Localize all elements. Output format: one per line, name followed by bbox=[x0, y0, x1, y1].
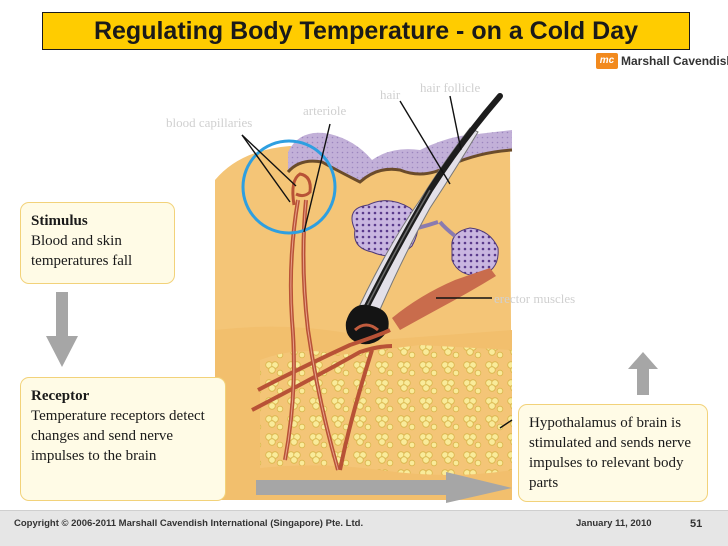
highlight-circle bbox=[241, 139, 337, 235]
blood-vessel-5 bbox=[338, 349, 374, 471]
label-erector-muscles: erector muscles bbox=[494, 291, 576, 306]
stimulus-heading: Stimulus bbox=[31, 213, 88, 229]
receptor-heading: Receptor bbox=[31, 388, 90, 404]
brand-logo: mc Marshall Cavendish bbox=[596, 52, 728, 70]
pointer-lower bbox=[499, 419, 513, 429]
receptor-text: Temperature receptors detect changes and… bbox=[31, 408, 205, 464]
epidermis bbox=[288, 130, 512, 182]
footer: Copyright © 2006-2011 Marshall Cavendish… bbox=[0, 510, 728, 546]
stimulus-text: Blood and skin temperatures fall bbox=[31, 233, 133, 269]
title-bar: Regulating Body Temperature - on a Cold … bbox=[42, 12, 690, 50]
arrow-down-icon bbox=[46, 292, 78, 367]
arrow-up-icon bbox=[628, 352, 658, 395]
hypothalamus-text: Hypothalamus of brain is stimulated and … bbox=[529, 415, 692, 491]
page-number: 51 bbox=[690, 518, 703, 530]
slide-title: Regulating Body Temperature - on a Cold … bbox=[93, 16, 639, 45]
label-blood-capillaries: blood capillaries bbox=[166, 115, 253, 130]
label-hair-follicle: hair follicle bbox=[420, 80, 481, 95]
pointer-blood-capillaries-2 bbox=[241, 134, 291, 203]
footer-date: January 11, 2010 bbox=[576, 518, 652, 529]
copyright-text: Copyright © 2006-2011 Marshall Cavendish… bbox=[14, 518, 364, 529]
pointer-hair-follicle bbox=[449, 95, 462, 151]
arrow-right-icon bbox=[256, 472, 512, 503]
fat-layer bbox=[260, 345, 512, 475]
stimulus-box: Stimulus Blood and skin temperatures fal… bbox=[20, 202, 175, 284]
brand-mark-icon: mc bbox=[596, 53, 618, 69]
blood-vessel-4 bbox=[251, 344, 393, 412]
hypothalamus-box: Hypothalamus of brain is stimulated and … bbox=[518, 404, 708, 502]
label-hair: hair bbox=[380, 87, 401, 102]
brand-name: Marshall Cavendish bbox=[621, 54, 728, 68]
pointer-hair bbox=[399, 100, 451, 185]
label-arteriole: arteriole bbox=[303, 103, 347, 118]
receptor-box: Receptor Temperature receptors detect ch… bbox=[20, 377, 226, 501]
blood-vessel-3 bbox=[257, 328, 391, 392]
capillary-loop bbox=[291, 172, 312, 206]
pointer-blood-capillaries-1 bbox=[241, 134, 297, 187]
sebaceous-gland-right bbox=[451, 227, 499, 277]
erector-muscle bbox=[392, 268, 496, 330]
pointer-arteriole bbox=[303, 123, 331, 233]
